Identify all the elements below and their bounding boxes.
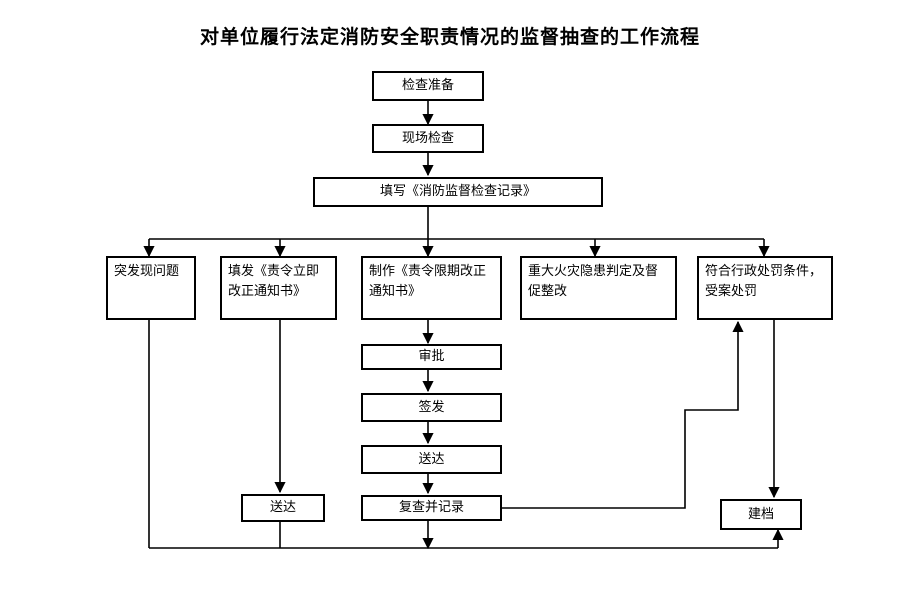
branch-admin-penalty: 符合行政处罚条件，受案处罚 [697, 256, 833, 320]
branch-major-hazard: 重大火灾隐患判定及督促整改 [520, 256, 677, 320]
sub-deliver: 送达 [361, 445, 502, 474]
branch-sudden-problem: 突发现问题 [106, 256, 196, 320]
step-onsite-inspection: 现场检查 [372, 124, 484, 153]
sub-approve: 审批 [361, 344, 502, 370]
archive-box: 建档 [720, 499, 802, 530]
step-inspection-prep: 检查准备 [372, 71, 484, 101]
branch-immediate-notice: 填发《责令立即改正通知书》 [220, 256, 337, 320]
page-title: 对单位履行法定消防安全职责情况的监督抽查的工作流程 [199, 26, 700, 48]
step-fill-record: 填写《消防监督检查记录》 [313, 177, 603, 207]
arrow-review-to-penalty [501, 320, 744, 509]
sub-review-record: 复查并记录 [361, 495, 502, 521]
sub-sign: 签发 [361, 393, 502, 422]
left-deliver: 送达 [241, 494, 325, 522]
branch-deadline-notice: 制作《责令限期改正通知书》 [361, 256, 502, 320]
